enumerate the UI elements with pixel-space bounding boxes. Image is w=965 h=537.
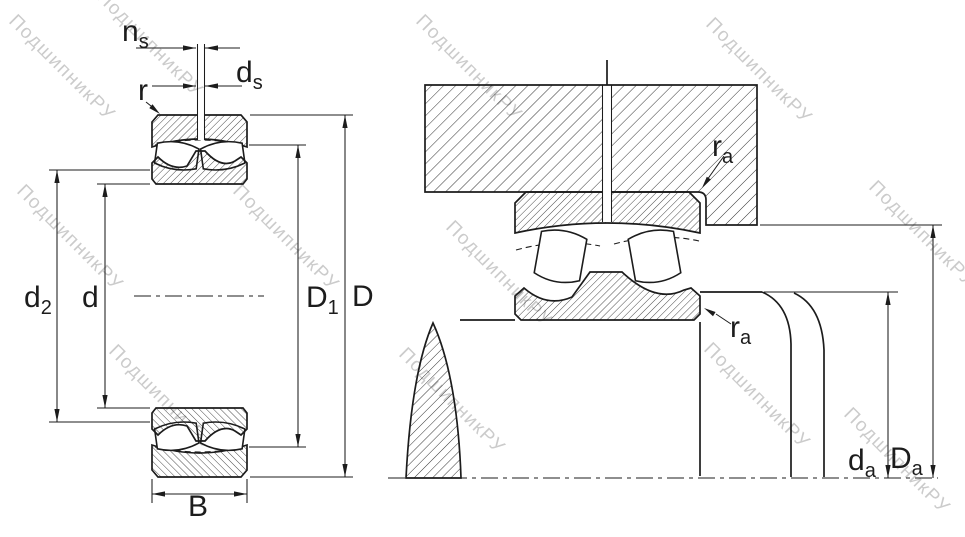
roller [626, 226, 683, 287]
dimension-ds [152, 83, 242, 89]
label-B: B [188, 490, 208, 523]
label-Da: Da [890, 442, 924, 480]
watermarks: ПодшипникРУ ПодшипникРУ ПодшипникРУ Подш… [4, 0, 965, 518]
inner-ring-section [514, 271, 701, 321]
right-view-mounting: ra ra da Da [388, 60, 942, 482]
label-ra-bottom: ra [730, 311, 752, 349]
roller [532, 226, 589, 287]
leader-ra-bottom [704, 308, 732, 325]
watermark-text: ПодшипникРУ [228, 181, 343, 296]
dimension-Da [760, 224, 942, 478]
watermark-text: ПодшипникРУ [12, 181, 127, 296]
leader-ra-top [702, 155, 725, 188]
dimension-D1 [249, 144, 306, 448]
leader-r [145, 101, 160, 114]
watermark-text: ПодшипникРУ [699, 339, 814, 454]
housing-section [424, 84, 758, 226]
dimension-da [764, 291, 898, 478]
watermark-text: ПодшипникРУ [4, 11, 119, 126]
label-d2: d2 [24, 281, 52, 319]
shaft-contour [761, 291, 792, 477]
dimension-ns [136, 45, 240, 51]
label-D1: D1 [306, 281, 339, 319]
lubrication-hole [601, 60, 613, 222]
label-ds: ds [236, 56, 263, 94]
dimension-d [97, 183, 150, 409]
shaft-fillet-section [405, 320, 462, 479]
label-D: D [352, 280, 374, 313]
dimension-D [250, 114, 353, 478]
left-view-bearing-section: ns ds r d2 d D1 D B [24, 15, 374, 523]
label-d: d [82, 281, 99, 314]
label-ns: ns [122, 15, 149, 53]
label-da: da [848, 444, 877, 482]
label-ra-top: ra [712, 130, 734, 168]
lubrication-hole [196, 44, 206, 140]
label-r: r [138, 74, 148, 107]
dimension-d2 [49, 169, 150, 423]
watermark-text: ПодшипникРУ [864, 177, 965, 292]
shaft-contour [793, 292, 825, 477]
inner-ring-section [151, 150, 248, 185]
dimension-B [151, 479, 248, 503]
